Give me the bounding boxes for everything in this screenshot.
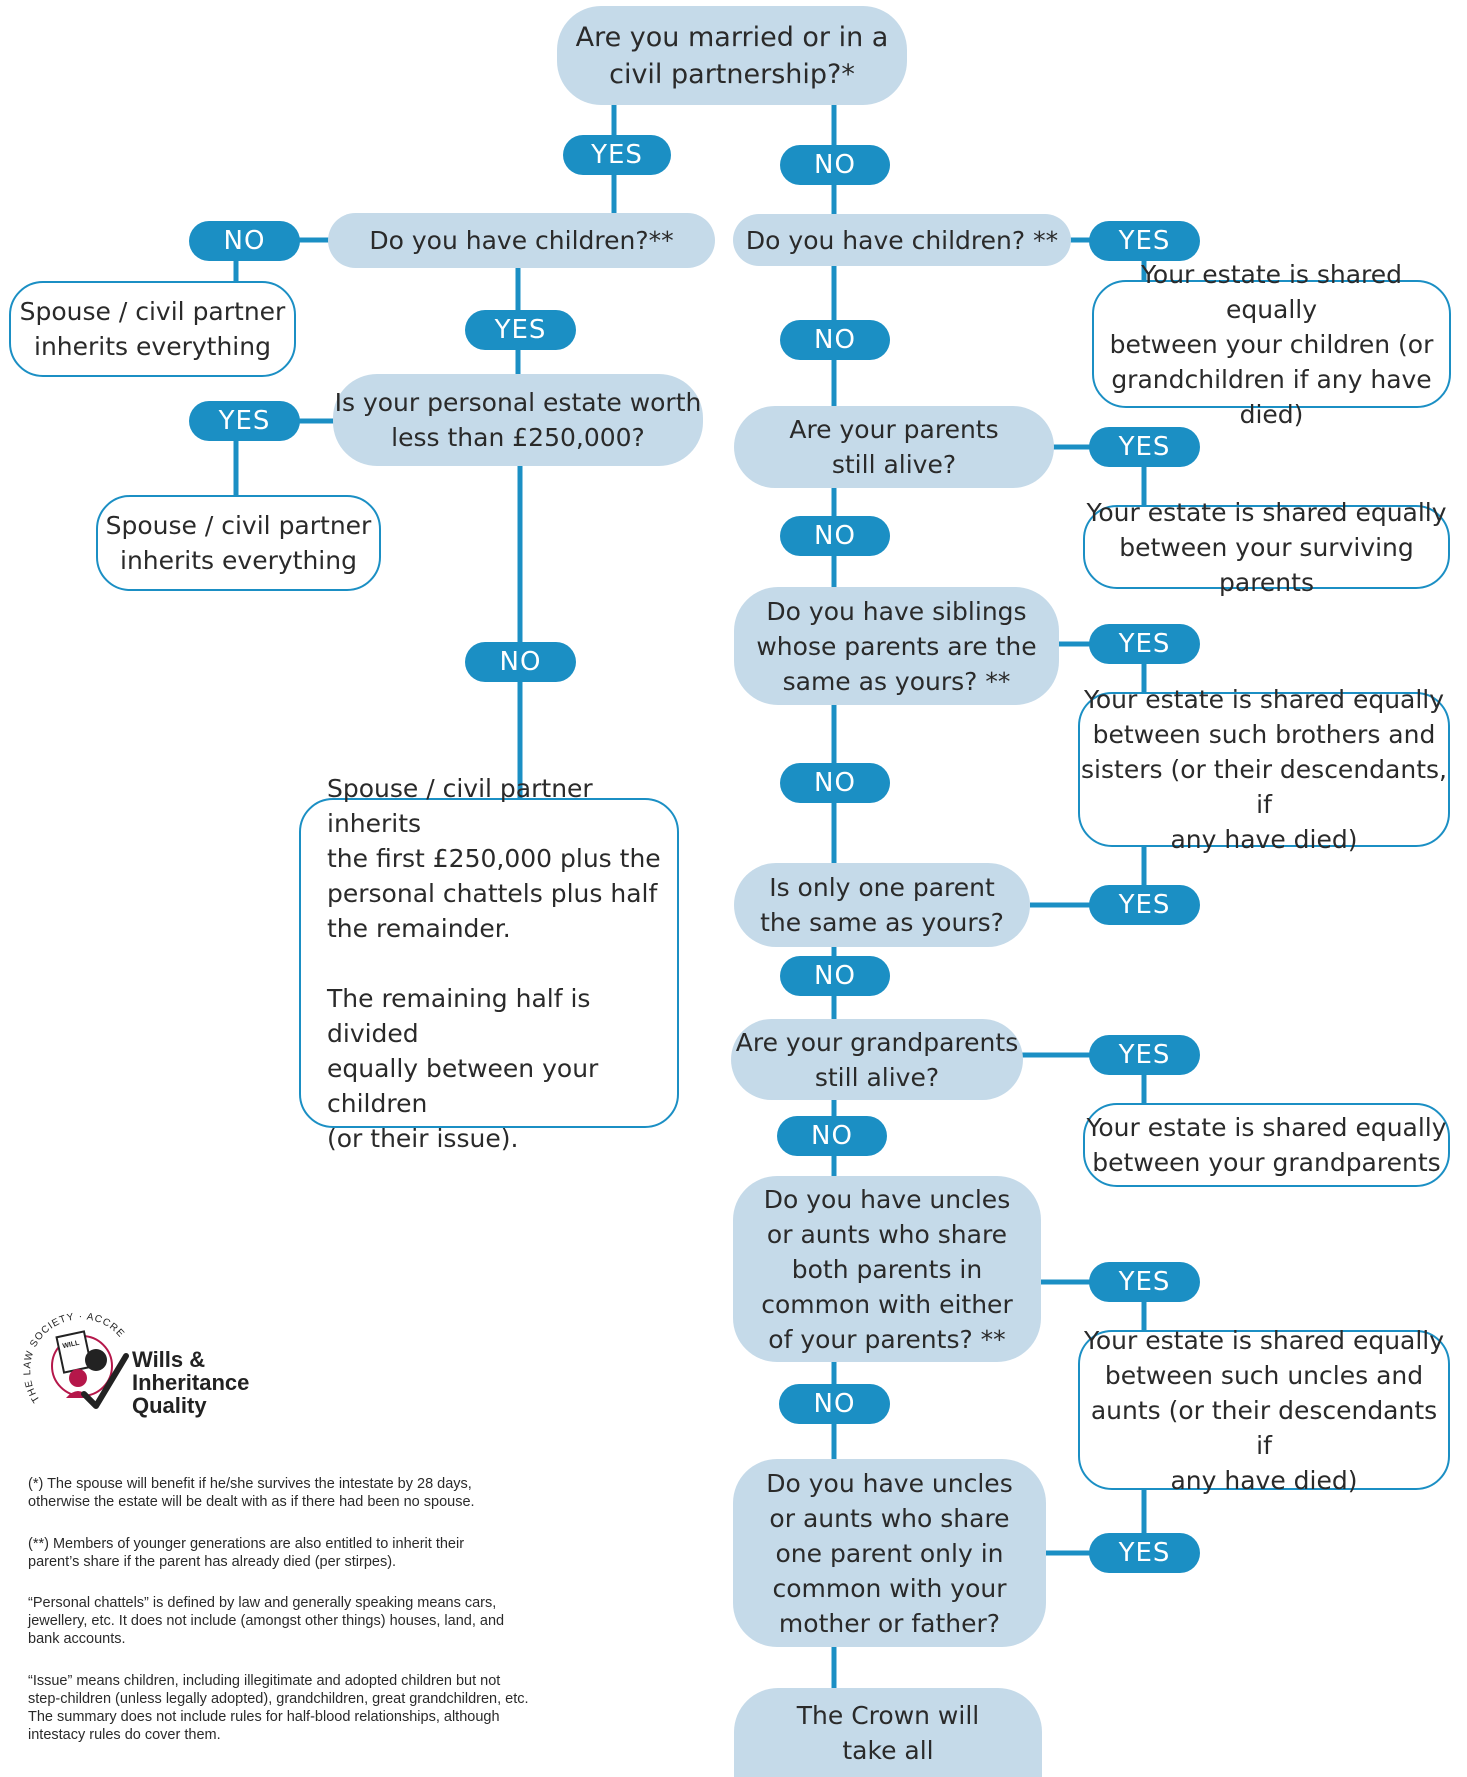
logo-name-line: Inheritance: [132, 1370, 250, 1395]
question-siblings: Do you have siblings whose parents are t…: [734, 587, 1059, 705]
no-pill: NO: [780, 320, 890, 360]
yes-pill: YES: [189, 401, 300, 441]
yes-pill: YES: [1089, 1533, 1200, 1573]
no-pill: NO: [780, 145, 890, 185]
question-one-parent: Is only one parent the same as yours?: [734, 863, 1030, 947]
outcome-spouse-inherits-all: Spouse / civil partner inherits everythi…: [96, 495, 381, 591]
outcome-siblings-share: Your estate is shared equally between su…: [1078, 685, 1450, 854]
outcome-uncles-share: Your estate is shared equally between su…: [1078, 1326, 1450, 1495]
question-married: Are you married or in a civil partnershi…: [557, 6, 907, 105]
no-pill: NO: [189, 221, 300, 261]
question-uncles-one: Do you have uncles or aunts who share on…: [733, 1459, 1046, 1647]
footnote-personal-chattels: “Personal chattels” is defined by law an…: [28, 1595, 505, 1647]
no-pill: NO: [780, 956, 890, 996]
outcome-parents-share: Your estate is shared equally between yo…: [1083, 498, 1450, 597]
footnote-issue: “Issue” means children, including illegi…: [28, 1673, 529, 1743]
question-estate-value: Is your personal estate worth less than …: [333, 374, 703, 466]
yes-pill: YES: [1089, 1262, 1200, 1302]
logo-badge-text: WILL: [62, 1340, 81, 1351]
no-pill: NO: [465, 642, 576, 682]
logo-name-line: Quality: [132, 1393, 207, 1418]
footnote-younger-generations: (**) Members of younger generations are …: [28, 1536, 465, 1570]
yes-pill: YES: [1089, 1035, 1200, 1075]
terminal-crown: The Crown will take all: [734, 1688, 1042, 1777]
law-society-accreditation-logo: THE LAW SOCIETY · ACCREDITED WILL Wills …: [18, 1290, 262, 1418]
accreditation-seal-icon: THE LAW SOCIETY · ACCREDITED WILL: [18, 1290, 129, 1409]
logo-name-line: Wills &: [132, 1347, 206, 1372]
yes-pill: YES: [1089, 221, 1200, 261]
no-pill: NO: [780, 763, 890, 803]
footnote-spouse: (*) The spouse will benefit if he/she su…: [28, 1476, 475, 1510]
yes-pill: YES: [1089, 624, 1200, 664]
yes-pill: YES: [1089, 885, 1200, 925]
no-pill: NO: [779, 1384, 890, 1424]
question-children-married: Do you have children?**: [328, 213, 715, 268]
yes-pill: YES: [465, 310, 576, 350]
question-parents-alive: Are your parents still alive?: [734, 406, 1054, 488]
yes-pill: YES: [1089, 427, 1200, 467]
outcome-spouse-split: Spouse / civil partner inherits the firs…: [299, 774, 679, 1153]
question-grandparents: Are your grandparents still alive?: [731, 1019, 1023, 1100]
outcome-spouse-inherits-all: Spouse / civil partner inherits everythi…: [9, 281, 296, 377]
no-pill: NO: [780, 516, 890, 556]
no-pill: NO: [777, 1116, 887, 1156]
question-children-unmarried: Do you have children? **: [733, 214, 1071, 266]
outcome-grandparents-share: Your estate is shared equally between yo…: [1083, 1103, 1450, 1187]
yes-pill: YES: [563, 135, 671, 175]
outcome-children-share: Your estate is shared equally between yo…: [1092, 260, 1451, 429]
question-uncles-both: Do you have uncles or aunts who share bo…: [733, 1176, 1041, 1362]
